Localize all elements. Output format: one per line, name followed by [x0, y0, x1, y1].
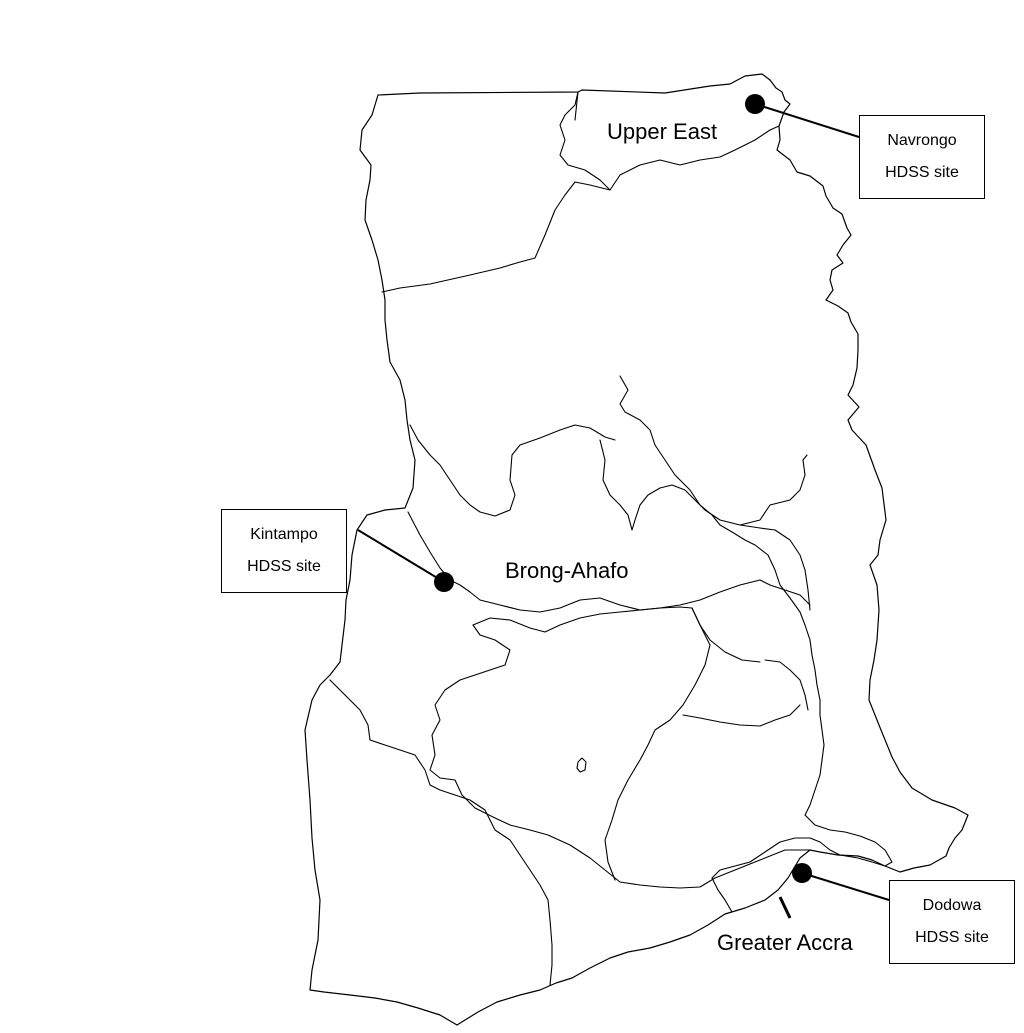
ashanti-boundary — [472, 606, 761, 663]
dodowa-site-type: HDSS site — [915, 929, 989, 946]
northern-boundary — [381, 181, 611, 293]
kintampo-site-label: Kintampo HDSS site — [221, 509, 347, 593]
country-outline — [304, 73, 969, 1026]
navrongo-site-marker — [745, 94, 765, 114]
brong-ahafo-north-boundary — [409, 424, 616, 517]
volta-arm-4 — [682, 704, 801, 727]
region-label-upper-east: Upper East — [607, 119, 717, 144]
upper-west-boundary — [574, 91, 579, 121]
upper-east-boundary — [559, 91, 780, 191]
volta-arm-1 — [739, 454, 808, 526]
volta-arm-3 — [764, 659, 809, 711]
greater-accra-boundary — [711, 837, 886, 879]
greater-accra-west — [711, 877, 733, 913]
region-label-brong-ahafo: Brong-Ahafo — [505, 558, 629, 583]
region-label-greater-accra: Greater Accra — [717, 930, 853, 955]
dodowa-site-marker — [792, 863, 812, 883]
kintampo-site-name: Kintampo — [250, 526, 318, 543]
volta-lake — [619, 375, 846, 833]
dodowa-leader-line — [801, 872, 890, 901]
kintampo-site-type: HDSS site — [247, 558, 321, 575]
ashanti-inner-boundary — [429, 624, 811, 889]
volta-arm-2 — [759, 579, 811, 606]
navrongo-site-type: HDSS site — [885, 164, 959, 181]
kintampo-site-marker — [434, 572, 454, 592]
lake-bosumtwi — [576, 757, 587, 773]
greater-accra-tick — [778, 896, 792, 919]
eastern-boundary — [604, 607, 711, 881]
dodowa-site-label: Dodowa HDSS site — [889, 880, 1015, 964]
western-boundary — [329, 679, 553, 986]
kintampo-leader-line — [357, 529, 445, 583]
navrongo-site-name: Navrongo — [887, 132, 957, 149]
volta-east-boundary — [844, 831, 893, 867]
navrongo-leader-line — [754, 103, 860, 138]
navrongo-site-label: Navrongo HDSS site — [859, 115, 985, 199]
dodowa-site-name: Dodowa — [922, 897, 982, 914]
volta-lake-west — [599, 439, 811, 611]
